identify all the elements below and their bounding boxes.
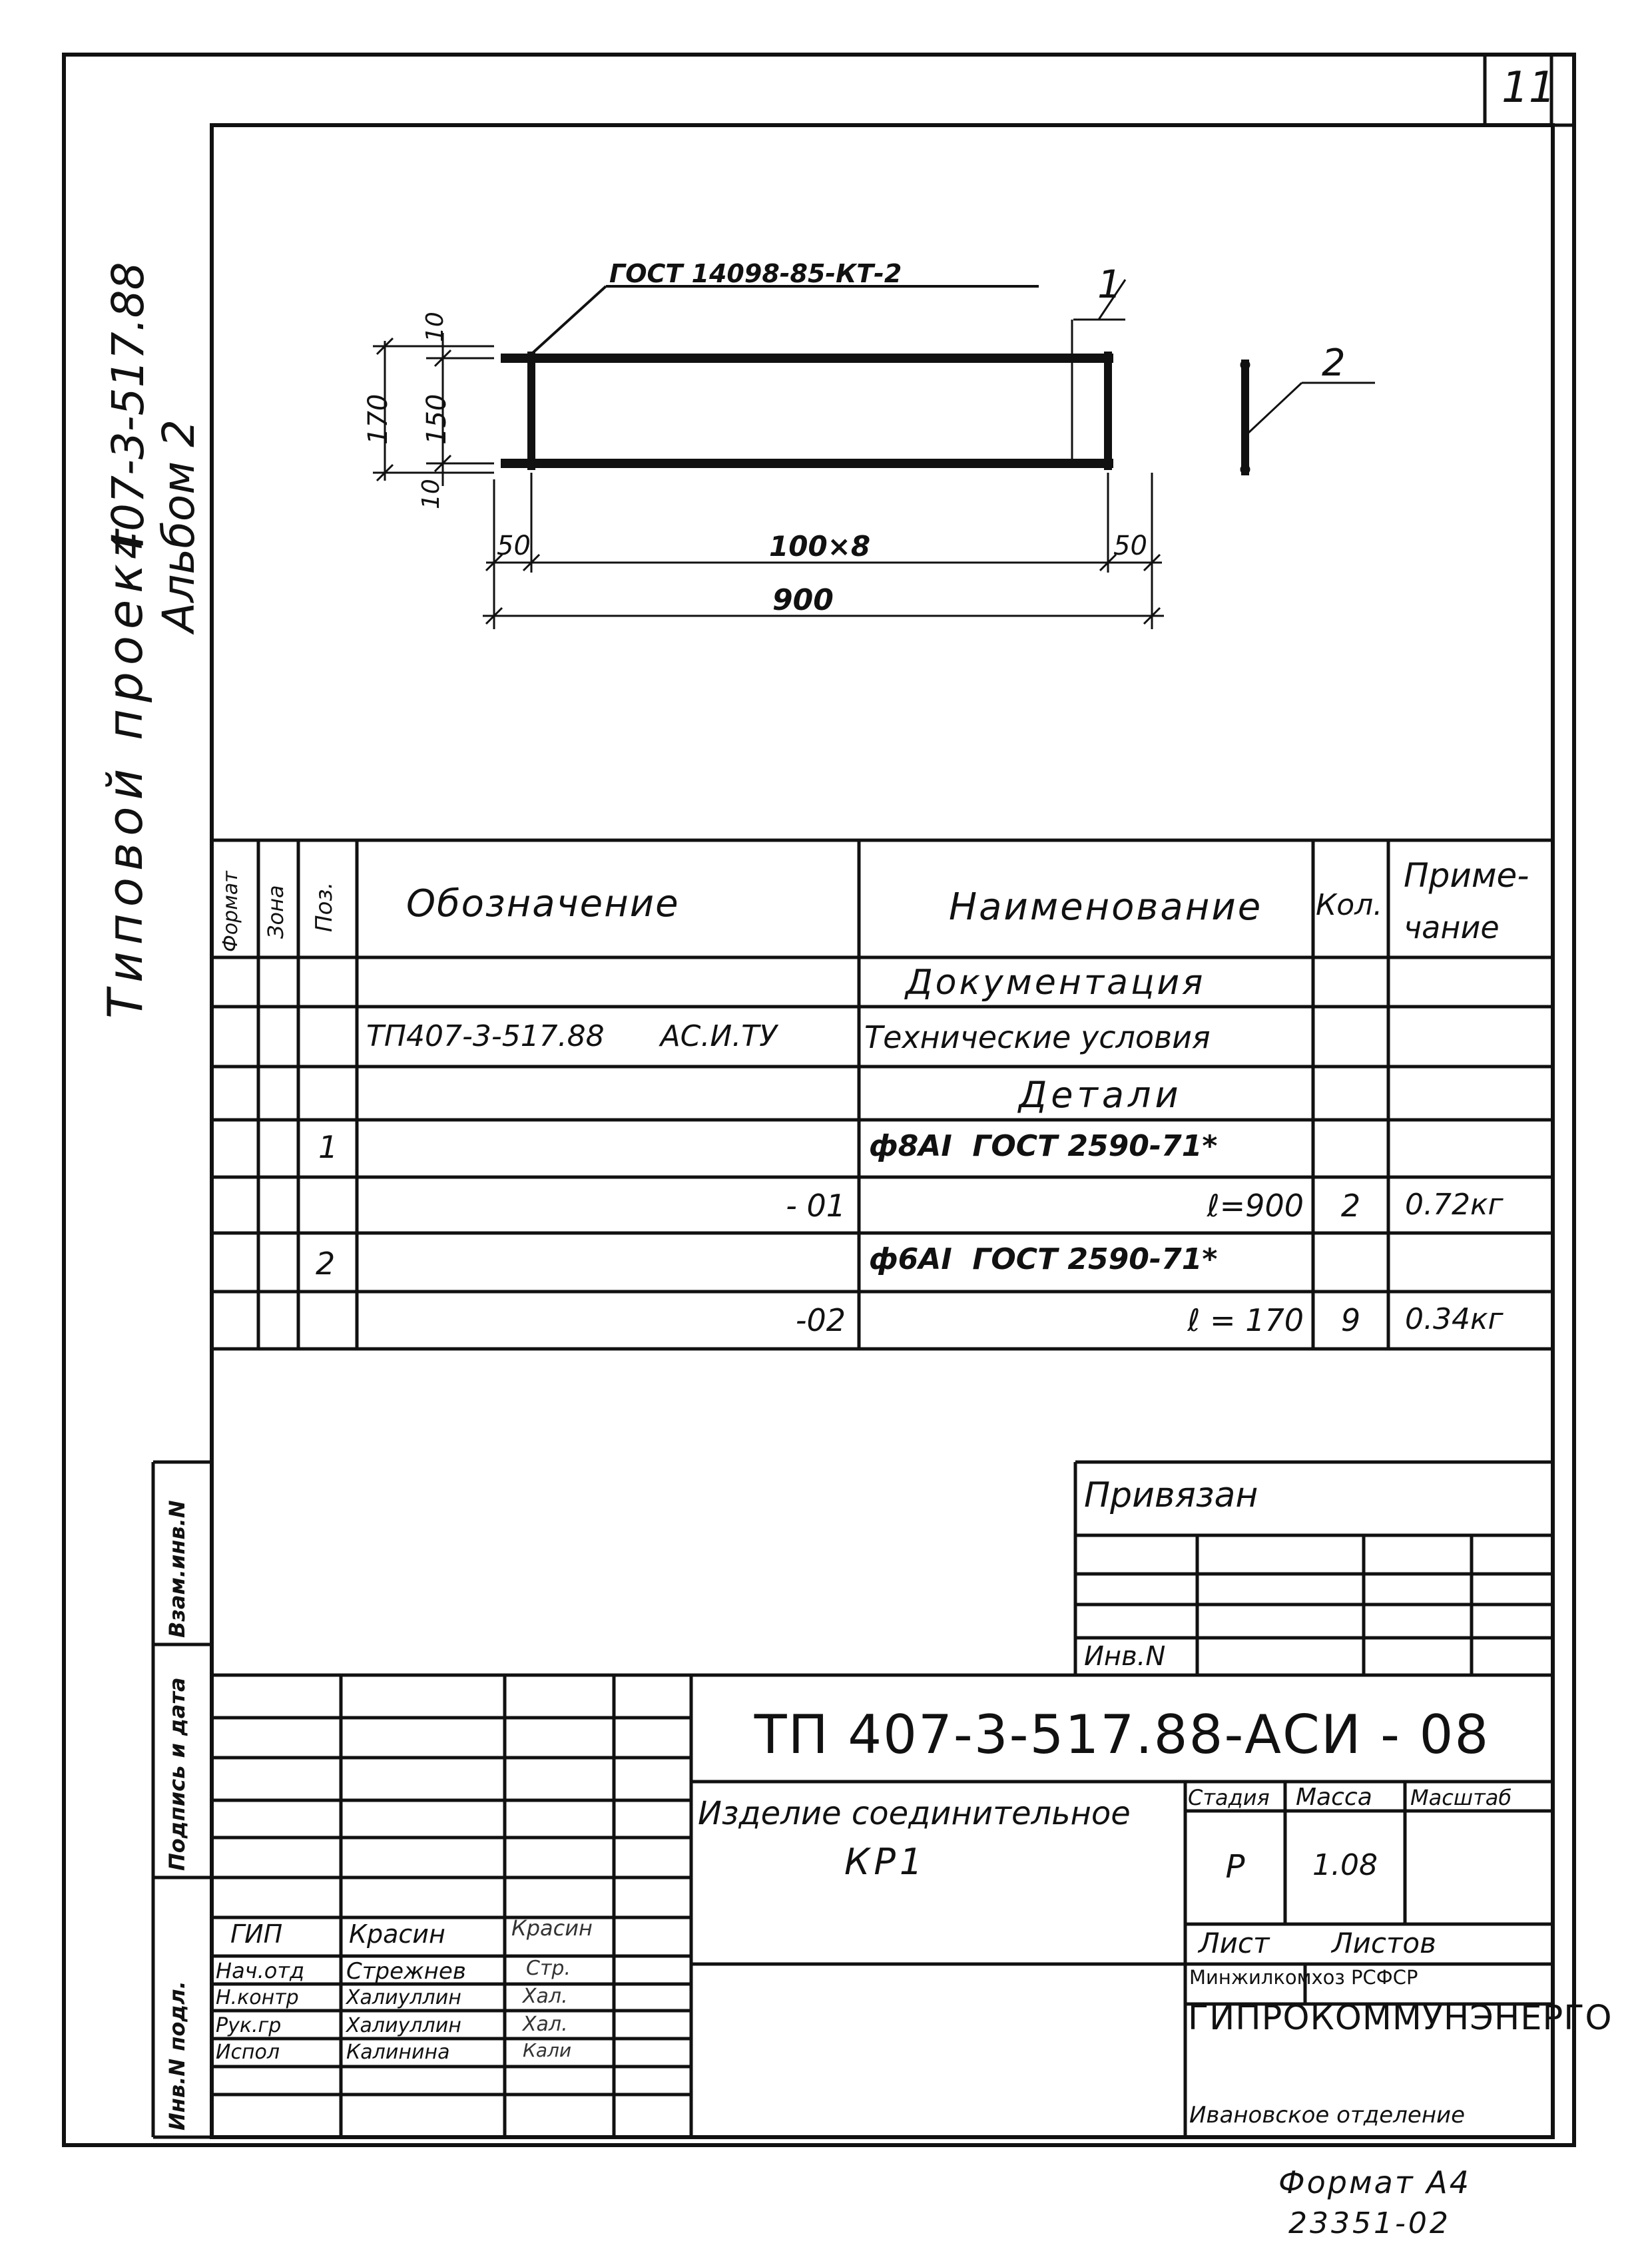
dim-10-top: 10 [421, 312, 449, 342]
row5-note: 0.72кг [1405, 1188, 1504, 1222]
person-role-gip: ГИП [230, 1919, 283, 1949]
person-role-ispol: Испол [216, 2041, 280, 2064]
person-role-nkontr: Н.контр [216, 1986, 299, 2009]
margin-inv-podl-label: Инв.N подл. [164, 1981, 190, 2130]
sheet-number: 11 [1502, 63, 1556, 113]
privyazan-title: Привязан [1084, 1475, 1258, 1515]
row7-note: 0.34кг [1405, 1302, 1504, 1336]
person-role-nach: Нач.отд [216, 1958, 305, 1983]
org-department: Ивановское отделение [1189, 2102, 1466, 2128]
org-ministry: Минжилкомхоз РСФСР [1189, 1966, 1418, 1989]
privyazan-lines [1073, 1460, 1553, 1675]
position-1-label: 1 [1097, 262, 1122, 307]
header-format: Формат [219, 871, 242, 952]
row4-name: ф8АI ГОСТ 2590-71* [869, 1129, 1218, 1163]
sheet-label: Лист [1199, 1927, 1270, 1959]
title-block-lines [212, 1673, 1553, 2137]
row3-name: Детали [1019, 1074, 1183, 1116]
left-margin-lines [151, 1460, 212, 2139]
stage-label: Стадия [1188, 1785, 1270, 1810]
dim-50-right: 50 [1113, 531, 1147, 561]
row4-pos: 1 [318, 1129, 338, 1165]
person-sign-ispol: Кали [523, 2039, 572, 2061]
header-note-2: чание [1404, 909, 1500, 945]
person-sign-gip: Красин [511, 1915, 593, 1941]
row6-pos: 2 [316, 1246, 336, 1282]
stage-value: Р [1225, 1848, 1245, 1885]
mass-label: Масса [1296, 1784, 1372, 1811]
row7-qty: 9 [1340, 1302, 1361, 1338]
header-designation: Обозначение [406, 882, 680, 925]
person-name-ispol: Калинина [346, 2041, 450, 2064]
spec-table-lines [212, 838, 1553, 1351]
person-role-rukgr: Рук.гр [216, 2014, 282, 2037]
header-name: Наименование [949, 885, 1263, 929]
footer-number: 23351-02 [1288, 2206, 1451, 2240]
rebar-drawing [373, 279, 1375, 629]
header-zone: Зона [263, 885, 288, 939]
dim-10-bottom: 10 [417, 479, 445, 509]
org-institute: ГИПРОКОММУНЭНЕРГО [1188, 1999, 1613, 2038]
row7-designation: -02 [795, 1302, 846, 1338]
person-name-nach: Стрежнев [346, 1958, 466, 1985]
person-name-gip: Красин [349, 1919, 445, 1949]
dim-170: 170 [363, 393, 394, 445]
row5-name: ℓ=900 [1207, 1188, 1304, 1224]
side-project-label: Типовой проект [97, 523, 153, 1019]
person-sign-nach: Стр. [526, 1957, 571, 1980]
document-code: ТП 407-3-517.88-АСИ - 08 [754, 1704, 1490, 1766]
row5-qty: 2 [1340, 1188, 1361, 1224]
sheets-label: Листов [1332, 1927, 1436, 1959]
row7-name: ℓ = 170 [1187, 1302, 1304, 1338]
row5-designation: - 01 [786, 1188, 846, 1224]
header-pos: Поз. [311, 881, 338, 932]
mass-value: 1.08 [1312, 1848, 1378, 1882]
item-name-line-1: Изделие соединительное [698, 1795, 1131, 1832]
row2-name: Технические условия [864, 1019, 1211, 1055]
dim-50-left: 50 [497, 531, 531, 561]
row1-name: Документация [906, 963, 1206, 1003]
header-note-1: Приме- [1404, 856, 1529, 895]
item-name-line-2: КР1 [844, 1841, 927, 1883]
privyazan-inv: Инв.N [1084, 1641, 1166, 1672]
dim-100x8: 100×8 [769, 530, 871, 563]
person-sign-nkontr: Хал. [523, 1985, 568, 2008]
margin-podpis-label: Подпись и дата [164, 1677, 190, 1871]
gost-note: ГОСТ 14098-85-КТ-2 [609, 259, 902, 288]
header-qty: Кол. [1316, 888, 1383, 922]
footer-format: Формат А4 [1278, 2164, 1471, 2200]
row6-name: ф6АI ГОСТ 2590-71* [869, 1242, 1218, 1276]
person-name-nkontr: Халиуллин [346, 1986, 461, 2009]
side-project-code: 407-3-517.88 [103, 262, 154, 559]
row2-designation: ТП407-3-517.88 АС.И.ТУ [366, 1019, 777, 1053]
dim-150: 150 [421, 393, 452, 445]
person-name-rukgr: Халиуллин [346, 2014, 461, 2037]
margin-vzam-label: Взам.инв.N [164, 1500, 190, 1638]
scale-label: Масштаб [1410, 1785, 1512, 1810]
person-sign-rukgr: Хал. [523, 2013, 568, 2036]
dim-900: 900 [772, 583, 834, 617]
position-2-label: 2 [1322, 342, 1346, 385]
side-album-label: Альбом 2 [153, 419, 204, 632]
